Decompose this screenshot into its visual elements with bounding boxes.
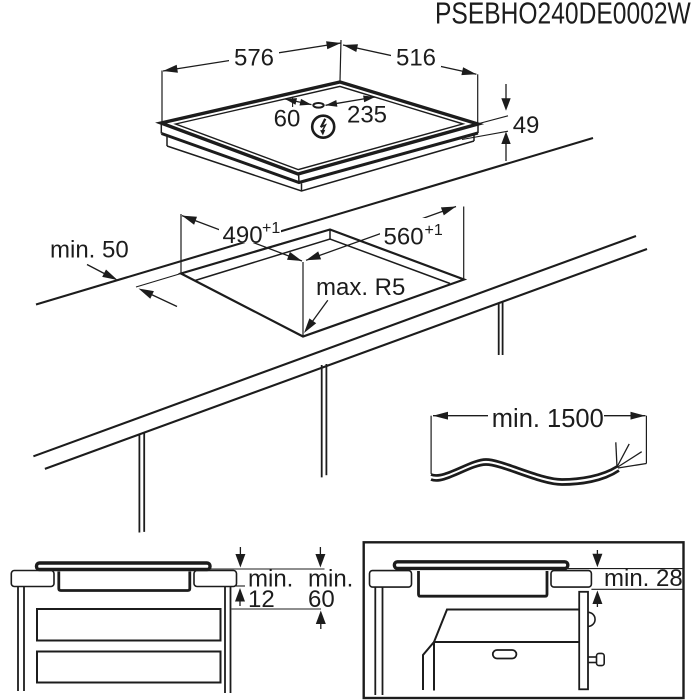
svg-text:516: 516: [396, 45, 436, 72]
svg-text:490: 490: [223, 222, 263, 249]
svg-text:60: 60: [274, 106, 301, 133]
svg-text:min.: min.: [308, 566, 353, 593]
svg-text:60: 60: [308, 586, 335, 613]
svg-text:12: 12: [248, 586, 275, 613]
svg-text:560: 560: [384, 224, 424, 251]
svg-text:235: 235: [347, 102, 387, 129]
svg-text:min. 1500: min. 1500: [492, 405, 604, 433]
svg-text:max. R5: max. R5: [316, 274, 405, 301]
svg-text:+1: +1: [262, 220, 280, 237]
svg-text:min.: min.: [248, 566, 293, 593]
svg-text:min. 28: min. 28: [604, 565, 683, 592]
svg-text:+1: +1: [425, 222, 443, 239]
svg-text:576: 576: [234, 45, 274, 72]
svg-text:min. 50: min. 50: [50, 237, 129, 264]
svg-text:PSEBHO240DE0002W: PSEBHO240DE0002W: [435, 0, 691, 30]
svg-text:49: 49: [513, 112, 540, 139]
